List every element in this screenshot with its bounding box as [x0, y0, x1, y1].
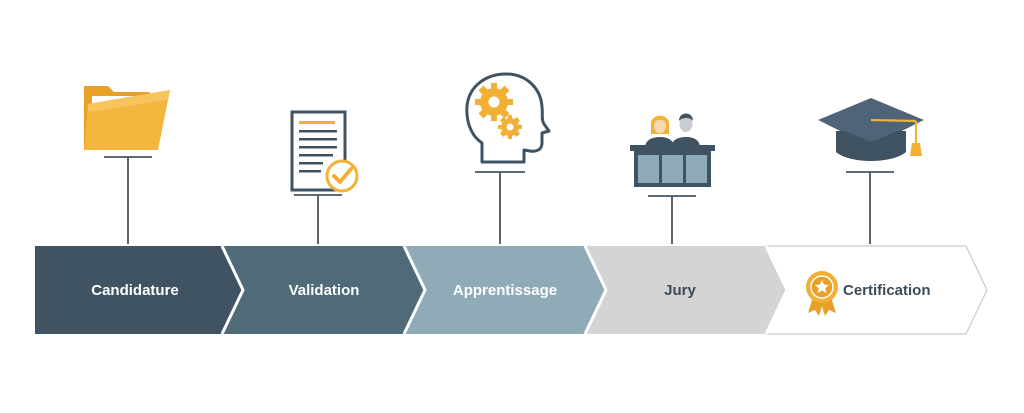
folder-icon [84, 86, 170, 150]
award-medal-icon [806, 271, 838, 316]
step-label-validation: Validation [289, 282, 360, 299]
jury-panel-icon [630, 113, 715, 187]
head-gears-icon [465, 72, 551, 164]
step-label-certification: Certification [843, 282, 931, 299]
chevron-step-4 [585, 246, 787, 334]
connector-stems [104, 156, 894, 244]
step-label-jury: Jury [664, 282, 696, 299]
graduation-cap-icon [818, 98, 924, 161]
chevron-step-2 [222, 246, 425, 334]
document-check-icon [290, 110, 359, 193]
chevron-step-3 [404, 246, 606, 334]
step-label-apprentissage: Apprentissage [453, 282, 557, 299]
chevron-band [35, 245, 988, 335]
step-label-candidature: Candidature [91, 282, 179, 299]
chevron-step-1 [35, 246, 243, 334]
